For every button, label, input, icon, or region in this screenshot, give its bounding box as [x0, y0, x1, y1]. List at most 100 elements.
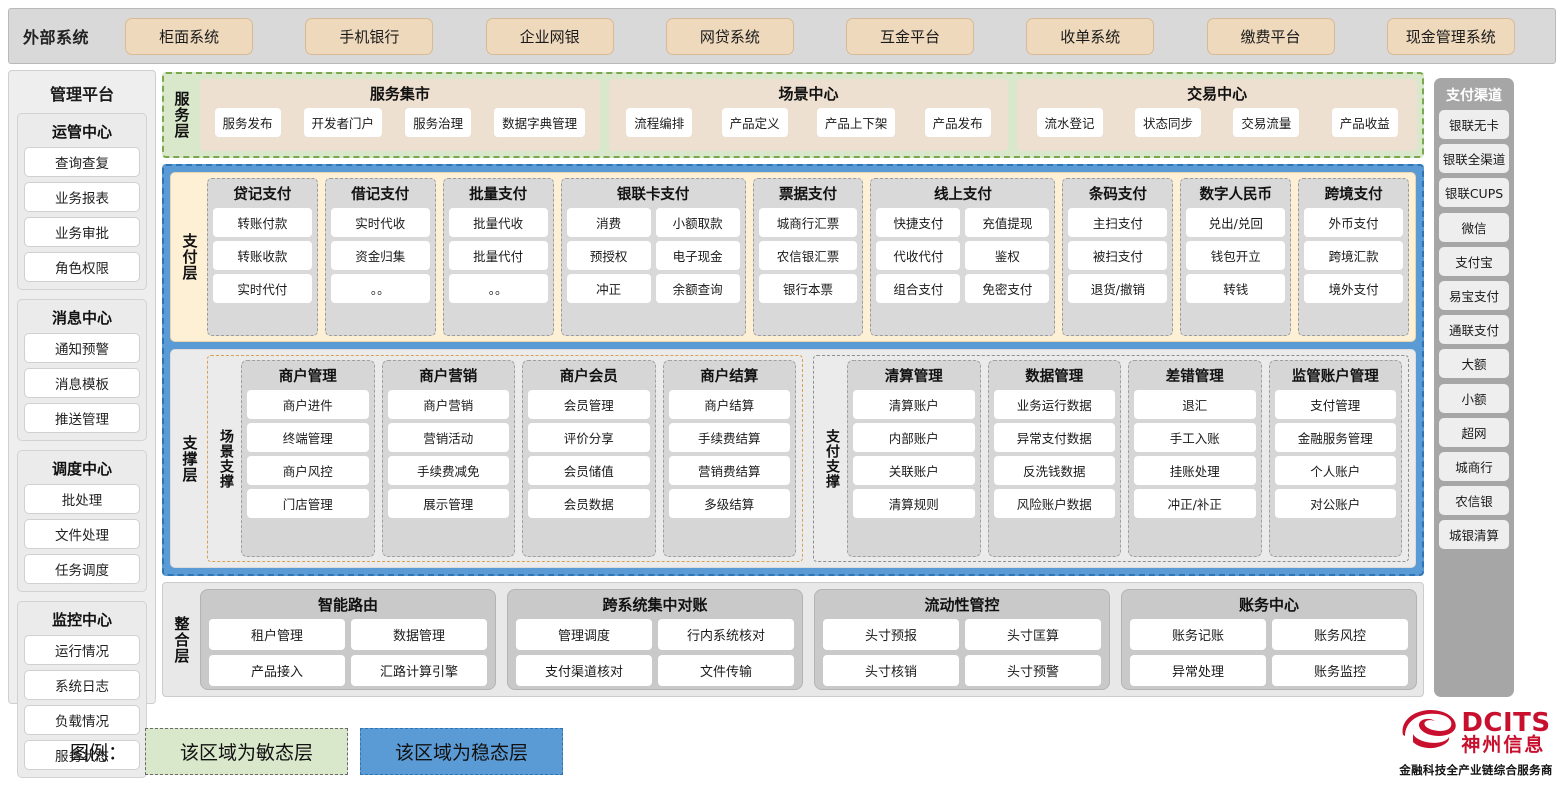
payment-channel-item[interactable]: 支付宝 [1439, 246, 1509, 276]
service-layer-chip[interactable]: 流程编排 [626, 108, 693, 137]
support-chip[interactable]: 会员储值 [528, 456, 650, 485]
management-group-item[interactable]: 业务报表 [24, 182, 140, 212]
integration-chip[interactable]: 头寸核销 [823, 655, 959, 686]
management-group-item[interactable]: 批处理 [24, 484, 140, 514]
support-chip[interactable]: 清算账户 [853, 390, 975, 419]
integration-chip[interactable]: 行内系统核对 [658, 619, 794, 650]
support-chip[interactable]: 挂账处理 [1134, 456, 1256, 485]
payment-channel-item[interactable]: 银联全渠道 [1439, 144, 1509, 174]
external-system-item[interactable]: 手机银行 [305, 17, 434, 55]
service-layer-chip[interactable]: 流水登记 [1036, 108, 1103, 137]
integration-chip[interactable]: 头寸预警 [965, 655, 1101, 686]
support-chip[interactable]: 手续费结算 [668, 423, 790, 452]
payment-layer-chip[interactable]: 快捷支付 [876, 208, 961, 237]
support-chip[interactable]: 退汇 [1134, 390, 1256, 419]
integration-chip[interactable]: 支付渠道核对 [516, 655, 652, 686]
service-layer-chip[interactable]: 开发者门户 [303, 108, 383, 137]
payment-channel-item[interactable]: 城商行 [1439, 451, 1509, 481]
service-layer-chip[interactable]: 产品收益 [1331, 108, 1398, 137]
payment-layer-chip[interactable]: 转账收款 [213, 241, 312, 270]
payment-layer-chip[interactable]: 免密支付 [965, 274, 1050, 303]
payment-layer-chip[interactable]: 境外支付 [1304, 274, 1404, 303]
payment-layer-chip[interactable]: 。。 [448, 274, 548, 303]
payment-channel-item[interactable]: 城银清算 [1439, 520, 1509, 550]
support-chip[interactable]: 对公账户 [1274, 489, 1396, 518]
service-layer-chip[interactable]: 产品发布 [924, 108, 991, 137]
support-chip[interactable]: 评价分享 [528, 423, 650, 452]
payment-layer-chip[interactable]: 充值提现 [965, 208, 1050, 237]
management-group-item[interactable]: 服务状态 [24, 740, 140, 770]
payment-channel-item[interactable]: 大额 [1439, 349, 1509, 379]
integration-chip[interactable]: 文件传输 [658, 655, 794, 686]
management-group-item[interactable]: 消息模板 [24, 368, 140, 398]
integration-chip[interactable]: 异常处理 [1130, 655, 1266, 686]
payment-layer-chip[interactable]: 兑出/兑回 [1186, 208, 1286, 237]
payment-channel-item[interactable]: 微信 [1439, 212, 1509, 242]
payment-channel-item[interactable]: 银联无卡 [1439, 110, 1509, 139]
service-layer-chip[interactable]: 服务发布 [214, 108, 281, 137]
payment-layer-chip[interactable]: 农信银汇票 [758, 241, 858, 270]
payment-layer-chip[interactable]: 主扫支付 [1068, 208, 1168, 237]
management-group-item[interactable]: 业务审批 [24, 217, 140, 247]
service-layer-chip[interactable]: 服务治理 [405, 108, 472, 137]
payment-layer-chip[interactable]: 被扫支付 [1068, 241, 1168, 270]
integration-chip[interactable]: 头寸匡算 [965, 619, 1101, 650]
integration-chip[interactable]: 汇路计算引擎 [351, 655, 487, 686]
payment-layer-chip[interactable]: 外币支付 [1304, 208, 1404, 237]
management-group-item[interactable]: 推送管理 [24, 403, 140, 433]
payment-layer-chip[interactable]: 预授权 [566, 241, 651, 270]
support-chip[interactable]: 会员管理 [528, 390, 650, 419]
payment-layer-chip[interactable]: 城商行汇票 [758, 208, 858, 237]
integration-chip[interactable]: 头寸预报 [823, 619, 959, 650]
support-chip[interactable]: 金融服务管理 [1274, 423, 1396, 452]
integration-chip[interactable]: 账务风控 [1272, 619, 1408, 650]
management-group-item[interactable]: 角色权限 [24, 252, 140, 282]
payment-channel-item[interactable]: 超网 [1439, 417, 1509, 447]
management-group-item[interactable]: 系统日志 [24, 670, 140, 700]
management-group-item[interactable]: 负载情况 [24, 705, 140, 735]
payment-channel-item[interactable]: 通联支付 [1439, 315, 1509, 345]
support-chip[interactable]: 会员数据 [528, 489, 650, 518]
payment-channel-item[interactable]: 银联CUPS [1439, 178, 1509, 208]
management-group-item[interactable]: 文件处理 [24, 519, 140, 549]
payment-layer-chip[interactable]: 转钱 [1186, 274, 1286, 303]
external-system-item[interactable]: 网贷系统 [665, 17, 794, 55]
support-chip[interactable]: 商户风控 [247, 456, 369, 485]
management-group-item[interactable]: 运行情况 [24, 635, 140, 665]
integration-chip[interactable]: 账务监控 [1272, 655, 1408, 686]
support-chip[interactable]: 营销活动 [387, 423, 509, 452]
integration-chip[interactable]: 数据管理 [351, 619, 487, 650]
external-system-item[interactable]: 收单系统 [1026, 17, 1155, 55]
payment-layer-chip[interactable]: 组合支付 [876, 274, 961, 303]
payment-channel-item[interactable]: 小额 [1439, 383, 1509, 413]
service-layer-chip[interactable]: 状态同步 [1134, 108, 1201, 137]
integration-chip[interactable]: 管理调度 [516, 619, 652, 650]
payment-layer-chip[interactable]: 资金归集 [330, 241, 430, 270]
support-chip[interactable]: 支付管理 [1274, 390, 1396, 419]
external-system-item[interactable]: 互金平台 [846, 17, 975, 55]
integration-chip[interactable]: 账务记账 [1130, 619, 1266, 650]
service-layer-chip[interactable]: 产品上下架 [816, 108, 896, 137]
support-chip[interactable]: 门店管理 [247, 489, 369, 518]
support-chip[interactable]: 手工入账 [1134, 423, 1256, 452]
integration-chip[interactable]: 租户管理 [209, 619, 345, 650]
payment-layer-chip[interactable]: 鉴权 [965, 241, 1050, 270]
management-group-item[interactable]: 任务调度 [24, 554, 140, 584]
support-chip[interactable]: 商户进件 [247, 390, 369, 419]
external-system-item[interactable]: 企业网银 [485, 17, 614, 55]
support-chip[interactable]: 手续费减免 [387, 456, 509, 485]
payment-layer-chip[interactable]: 实时代收 [330, 208, 430, 237]
payment-layer-chip[interactable]: 批量代付 [448, 241, 548, 270]
support-chip[interactable]: 终端管理 [247, 423, 369, 452]
payment-channel-item[interactable]: 农信银 [1439, 486, 1509, 516]
payment-layer-chip[interactable]: 钱包开立 [1186, 241, 1286, 270]
payment-layer-chip[interactable]: 转账付款 [213, 208, 312, 237]
support-chip[interactable]: 反洗钱数据 [993, 456, 1115, 485]
support-chip[interactable]: 多级结算 [668, 489, 790, 518]
support-chip[interactable]: 商户结算 [668, 390, 790, 419]
payment-layer-chip[interactable]: 小额取款 [655, 208, 740, 237]
support-chip[interactable]: 关联账户 [853, 456, 975, 485]
payment-layer-chip[interactable]: 退货/撤销 [1068, 274, 1168, 303]
support-chip[interactable]: 业务运行数据 [993, 390, 1115, 419]
support-chip[interactable]: 营销费结算 [668, 456, 790, 485]
